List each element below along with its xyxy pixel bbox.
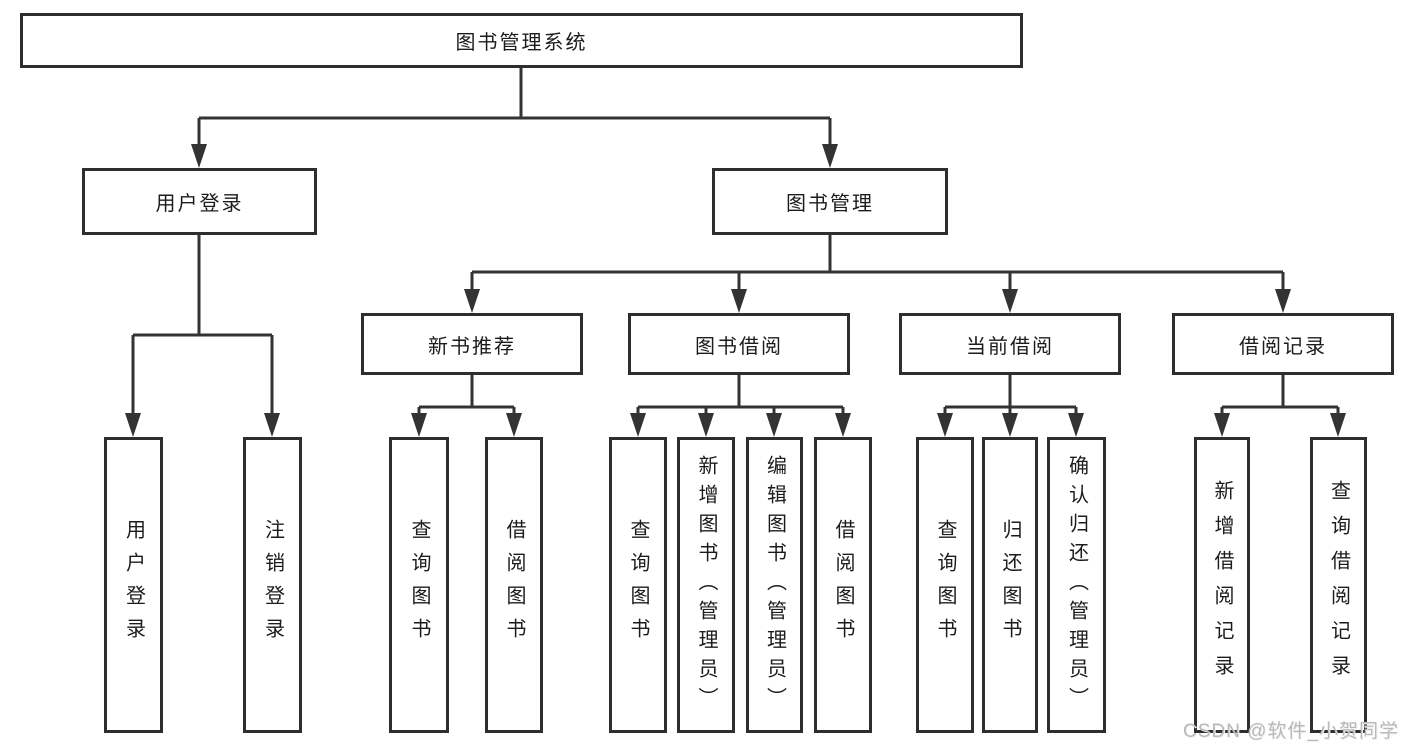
node-root: 图书管理系统: [20, 13, 1023, 68]
leaf-borrow-query-books: 查询图书: [609, 437, 667, 733]
node-current-borrow: 当前借阅: [899, 313, 1121, 375]
node-new-book-recommend: 新书推荐: [361, 313, 583, 375]
node-borrow-records: 借阅记录: [1172, 313, 1394, 375]
leaf-records-add-record: 新增借阅记录: [1194, 437, 1250, 733]
leaf-current-confirm-return: 确认归还（管理员）: [1047, 437, 1106, 733]
leaf-borrow-borrow-books: 借阅图书: [814, 437, 872, 733]
leaf-current-query-books: 查询图书: [916, 437, 974, 733]
leaf-recommend-borrow-books: 借阅图书: [485, 437, 543, 733]
leaf-recommend-query-books: 查询图书: [389, 437, 449, 733]
node-book-management: 图书管理: [712, 168, 948, 235]
leaf-borrow-add-books: 新增图书（管理员）: [677, 437, 735, 733]
leaf-logout: 注销登录: [243, 437, 302, 733]
leaf-records-query-record: 查询借阅记录: [1310, 437, 1367, 733]
leaf-user-login: 用户登录: [104, 437, 163, 733]
leaf-borrow-edit-books: 编辑图书（管理员）: [746, 437, 803, 733]
node-book-borrow: 图书借阅: [628, 313, 850, 375]
node-user-login: 用户登录: [82, 168, 317, 235]
watermark-text: CSDN @软件_小贺同学: [1183, 721, 1399, 742]
leaf-current-return-books: 归还图书: [982, 437, 1038, 733]
